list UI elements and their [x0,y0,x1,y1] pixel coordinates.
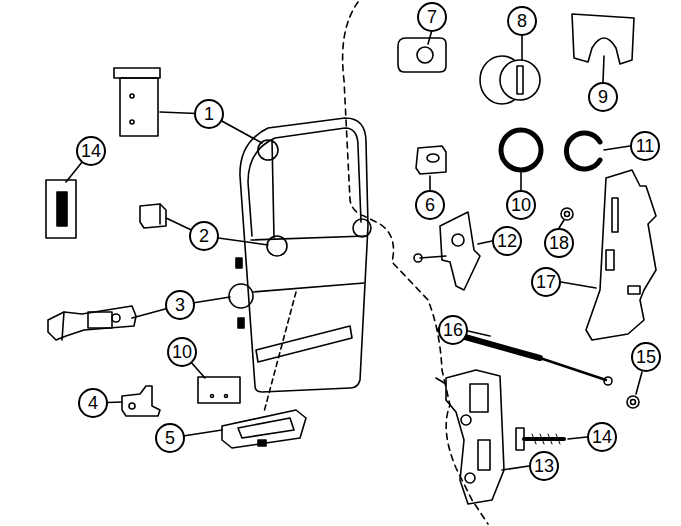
callout-number: 10 [506,190,536,220]
callout-number: 6 [415,190,445,220]
callout-number: 11 [630,131,660,161]
callout-number: 14 [587,422,617,452]
callout-number: 4 [78,388,108,418]
callout-number: 12 [492,226,522,256]
callout-number: 9 [588,82,618,112]
callout-number: 14 [76,136,106,166]
callout-number: 5 [155,423,185,453]
callout-number: 3 [165,290,195,320]
callout-number: 10 [167,337,197,367]
callout-number: 15 [631,342,661,372]
callout-number: 17 [531,267,561,297]
callout-number: 18 [544,228,574,258]
callout-number: 8 [507,6,537,36]
callout-number: 2 [189,221,219,251]
callout-number: 13 [529,451,559,481]
callout-number: 1 [194,99,224,129]
callout-number: 7 [417,2,447,32]
callout-number: 16 [438,315,468,345]
